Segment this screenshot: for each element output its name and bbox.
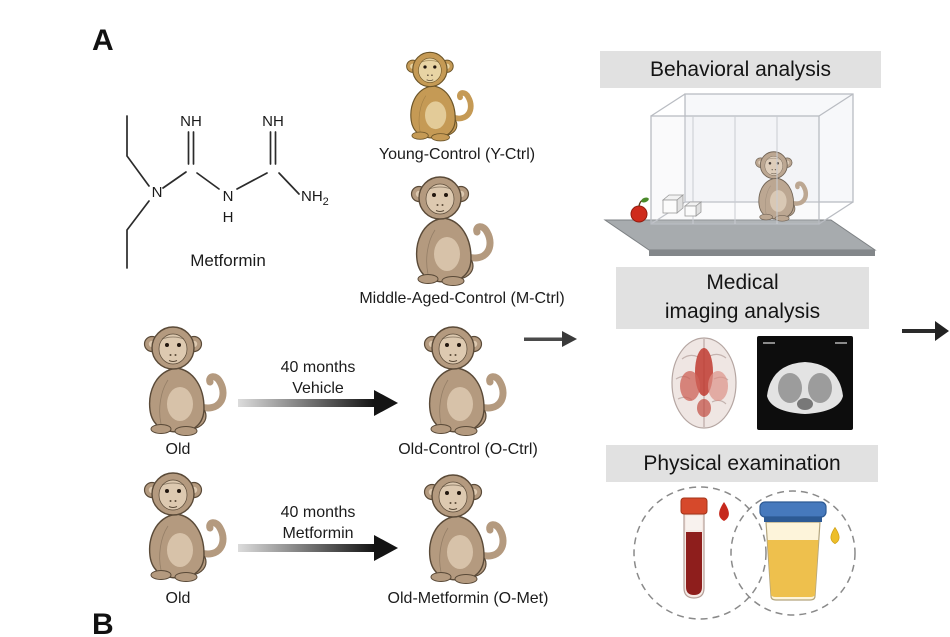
amine-n-label: N <box>152 184 163 201</box>
urine-drop-icon <box>830 526 840 545</box>
old-monkey-bottom-icon <box>128 464 228 584</box>
urine-sample-circle <box>730 490 856 616</box>
ct-scan-icon <box>757 336 853 430</box>
blood-drop-icon <box>719 502 729 521</box>
vehicle-agent: Vehicle <box>292 380 344 397</box>
medical-imaging-header: Medical imaging analysis <box>616 267 869 329</box>
young-control-label: Young-Control (Y-Ctrl) <box>378 146 536 163</box>
physical-examination-header: Physical examination <box>606 445 878 482</box>
medical-imaging-header-line2: imaging analysis <box>664 300 821 323</box>
middle-aged-control-label: Middle-Aged-Control (M-Ctrl) <box>359 290 565 307</box>
vehicle-duration: 40 months <box>280 359 356 376</box>
old-control-label: Old-Control (O-Ctrl) <box>398 441 538 458</box>
vehicle-treatment-text: 40 months Vehicle <box>238 357 398 399</box>
output-arrow-icon <box>902 321 949 341</box>
old-control-monkey-icon <box>408 318 508 438</box>
metformin-agent: Metformin <box>282 525 354 542</box>
old-monkey-top-icon <box>128 318 228 438</box>
old-metformin-monkey-icon <box>408 466 508 586</box>
blood-tube-icon <box>680 497 729 599</box>
behavioral-test-scene <box>603 93 877 256</box>
imine-left-label: NH <box>180 113 202 130</box>
bridge-h-label: H <box>223 209 234 226</box>
metformin-treatment-text: 40 months Metformin <box>238 502 398 544</box>
vehicle-arrow-icon <box>238 390 398 416</box>
young-monkey-icon <box>393 45 475 143</box>
panel-b-label: B <box>92 608 114 637</box>
urine-cup-icon <box>759 501 840 601</box>
platform-edge <box>649 250 875 256</box>
bridge-n-label: N <box>223 188 234 205</box>
metformin-name-label: Metformin <box>190 251 266 270</box>
blood-sample-circle <box>633 486 767 620</box>
behavioral-analysis-header: Behavioral analysis <box>600 51 881 88</box>
molecule-atom-labels: NH NH N N H NH2 <box>152 113 329 226</box>
imine-right-label: NH <box>262 113 284 130</box>
apple-icon <box>630 197 649 223</box>
to-analyses-arrow-icon <box>524 331 577 347</box>
old-metformin-label: Old-Metformin (O-Met) <box>387 590 549 607</box>
metformin-structure-icon: NH NH N N H NH2 <box>126 113 329 269</box>
molecule-bonds <box>126 115 300 269</box>
metformin-duration: 40 months <box>280 504 356 521</box>
medical-imaging-header-line1: Medical <box>706 271 779 294</box>
old-top-label: Old <box>165 441 191 458</box>
metformin-arrow-icon <box>238 535 398 561</box>
brain-scan-icon <box>671 337 737 429</box>
white-cubes-icon <box>661 194 703 217</box>
terminal-amine-label: NH2 <box>301 188 329 208</box>
physical-exam-icons <box>633 486 856 620</box>
old-bottom-label: Old <box>165 590 191 607</box>
middle-aged-monkey-icon <box>395 168 495 288</box>
panel-a-label: A <box>92 24 114 57</box>
